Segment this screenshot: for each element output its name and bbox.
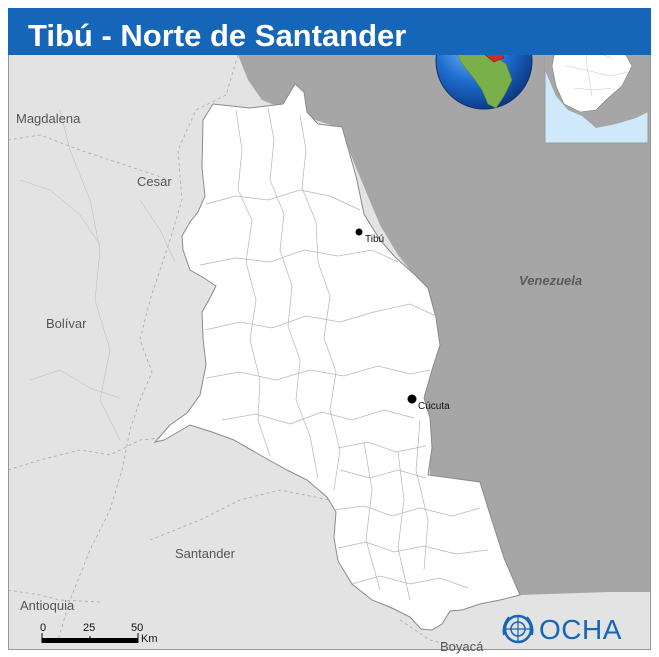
scale-tick-25: 25 [83, 622, 96, 634]
rivers [19, 109, 176, 441]
scale-tick-0: 0 [40, 622, 47, 634]
un-emblem-icon [502, 614, 534, 644]
ocha-logo: OCHA [498, 611, 643, 647]
label-cucuta: Cúcuta [418, 401, 450, 412]
title-bar: Tibú - Norte de Santander [8, 8, 651, 55]
label-magdalena: Magdalena [16, 111, 81, 126]
venezuela-area [238, 55, 651, 595]
scale-unit: Km [141, 633, 158, 645]
label-santander: Santander [175, 546, 235, 561]
label-bolivar: Bolívar [46, 316, 87, 331]
department-boundaries [7, 54, 461, 649]
label-cesar: Cesar [137, 174, 172, 189]
norte-de-santander-shape [153, 83, 521, 631]
scale-bar: 0 25 50 Km [40, 620, 165, 645]
label-tibu: Tibú [365, 234, 385, 245]
ocha-text: OCHA [539, 614, 622, 645]
label-boyaca: Boyacá [440, 639, 484, 654]
label-venezuela: Venezuela [519, 273, 583, 288]
scale-tick-50: 50 [131, 622, 144, 634]
map-title: Tibú - Norte de Santander [28, 18, 407, 53]
label-antioquia: Antioquia [20, 598, 75, 613]
municipal-boundaries [199, 107, 489, 601]
scale-bar-line [42, 638, 138, 643]
cucuta-marker [407, 394, 417, 404]
tibu-marker [355, 228, 363, 236]
